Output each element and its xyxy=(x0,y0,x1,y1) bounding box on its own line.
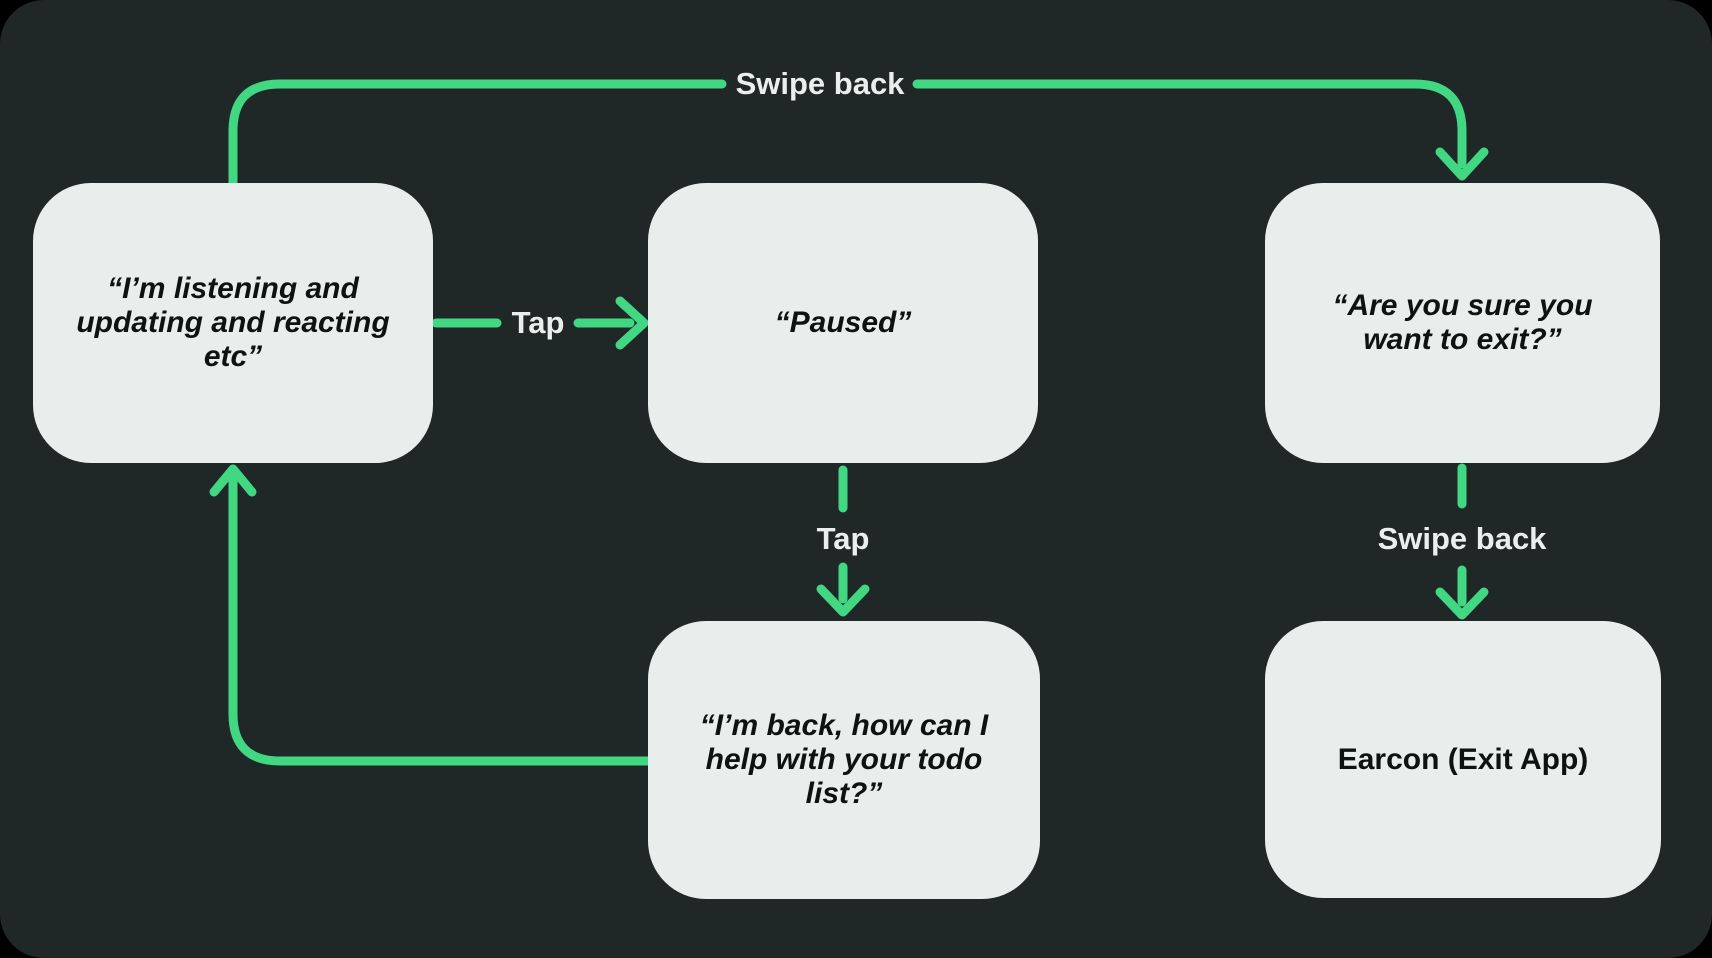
node-back-help-text: “I’m back, how can I help with your todo… xyxy=(699,709,989,810)
node-paused-state: “Paused” xyxy=(648,183,1038,463)
edge-label-tap-pause: Tap xyxy=(511,305,565,340)
node-earcon-exit-text: Earcon (Exit App) xyxy=(1337,742,1589,776)
node-listening-text: “I’m listening and updating and reacting… xyxy=(76,272,390,373)
arrow-loop-back xyxy=(209,464,653,766)
edge-label-swipe-back-top: Swipe back xyxy=(735,66,905,101)
edge-label-tap-resume: Tap xyxy=(816,521,870,556)
node-listening-state: “I’m listening and updating and reacting… xyxy=(33,183,433,463)
node-back-help: “I’m back, how can I help with your todo… xyxy=(648,621,1040,899)
node-confirm-exit-text: “Are you sure you want to exit?” xyxy=(1332,289,1593,356)
node-earcon-exit: Earcon (Exit App) xyxy=(1265,621,1661,898)
node-confirm-exit: “Are you sure you want to exit?” xyxy=(1265,183,1660,463)
edge-label-swipe-back-exit: Swipe back xyxy=(1377,521,1547,556)
node-paused-text: “Paused” xyxy=(774,306,912,340)
